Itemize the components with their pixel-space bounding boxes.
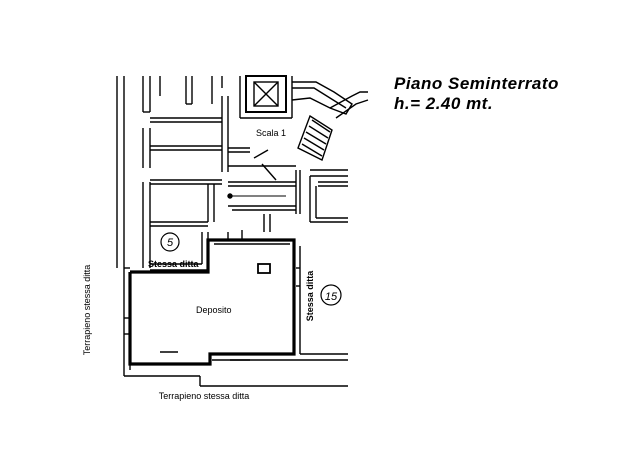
unit-15-marker: 15: [320, 284, 342, 306]
elevator-shaft: [239, 75, 293, 119]
unit-5-caption: Stessa ditta: [148, 259, 200, 269]
room-label-deposito: Deposito: [196, 305, 232, 315]
upper-rooms: [150, 76, 229, 227]
plan-title: Piano Seminterrato: [394, 74, 559, 93]
terrapieno-left-label: Terrapieno stessa ditta: [82, 265, 92, 356]
unit-5-marker: 5: [160, 232, 180, 252]
ceiling-height: h.= 2.40 mt.: [394, 94, 494, 113]
corridor: [227, 149, 301, 232]
terrapieno-bottom-label: Terrapieno stessa ditta: [159, 391, 250, 401]
unit-5-number: 5: [167, 237, 174, 249]
left-boundary-walls: [116, 76, 151, 268]
deposito-room: [123, 230, 348, 387]
unit-15-caption: Stessa ditta: [305, 270, 315, 322]
unit-15-number: 15: [325, 291, 338, 303]
staircase: [228, 81, 369, 161]
stair-label: Scala 1: [256, 128, 286, 138]
right-block: [309, 169, 348, 223]
